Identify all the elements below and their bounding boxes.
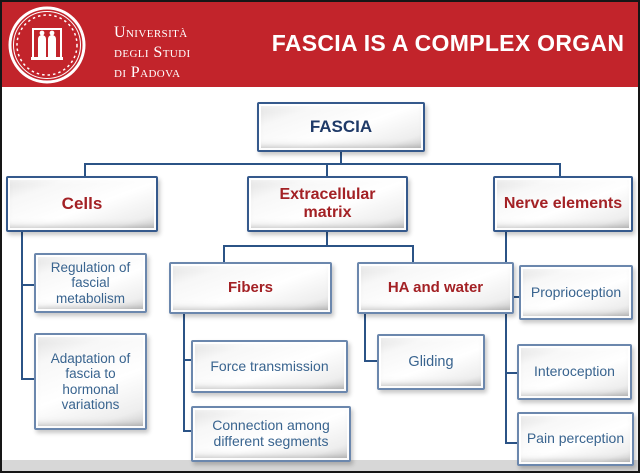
connector-nerve-trunk bbox=[505, 232, 507, 444]
connector-stub-pain bbox=[505, 442, 517, 444]
university-name-line2: degli Studi bbox=[114, 44, 191, 61]
node-cells: Cells bbox=[6, 176, 158, 232]
slide-title: FASCIA IS A COMPLEX ORGAN bbox=[271, 30, 625, 56]
connector-stub-interoception bbox=[505, 372, 517, 374]
node-interoception: Interoception bbox=[517, 344, 632, 400]
node-fascia: FASCIA bbox=[257, 102, 425, 152]
node-force-transmission: Force transmission bbox=[191, 340, 348, 393]
node-ha-and-water: HA and water bbox=[357, 262, 514, 314]
connector-stub-adaptation bbox=[21, 378, 34, 380]
connector-fibers-trunk bbox=[183, 314, 185, 432]
header-band: Università degli Studi di Padova FASCIA … bbox=[2, 2, 638, 87]
connector-stub-regulation bbox=[21, 284, 34, 286]
connector-drop-ha bbox=[412, 245, 414, 262]
node-connection-segments: Connection among different segments bbox=[191, 406, 351, 462]
connector-drop-fibers bbox=[223, 245, 225, 262]
connector-drop-ecm bbox=[326, 163, 328, 176]
connector-cells-trunk bbox=[21, 232, 23, 380]
node-gliding: Gliding bbox=[377, 334, 485, 390]
connector-ecm-horizontal bbox=[223, 245, 414, 247]
node-adaptation: Adaptation of fascia to hormonal variati… bbox=[34, 333, 147, 430]
university-seal-icon bbox=[8, 6, 86, 84]
bottom-gray-strip bbox=[2, 460, 638, 471]
connector-ecm-trunk bbox=[326, 232, 328, 246]
node-fibers: Fibers bbox=[169, 262, 332, 314]
connector-stub-force bbox=[183, 359, 191, 361]
connector-fascia-trunk bbox=[340, 152, 342, 164]
university-name: Università degli Studi di Padova bbox=[114, 23, 191, 83]
node-nerve-elements: Nerve elements bbox=[493, 176, 633, 232]
connector-top-horizontal bbox=[84, 163, 561, 165]
connector-stub-gliding bbox=[364, 360, 377, 362]
university-name-line1: Università bbox=[114, 24, 188, 41]
node-regulation: Regulation of fascial metabolism bbox=[34, 253, 147, 313]
university-name-line3: di Padova bbox=[114, 64, 181, 81]
node-pain-perception: Pain perception bbox=[517, 412, 634, 466]
node-proprioception: Proprioception bbox=[519, 265, 633, 320]
connector-ha-trunk bbox=[364, 314, 366, 362]
connector-drop-cells bbox=[84, 163, 86, 176]
connector-drop-nerve bbox=[559, 163, 561, 176]
node-extracellular-matrix: Extracellular matrix bbox=[247, 176, 408, 232]
connector-stub-connection bbox=[183, 430, 191, 432]
